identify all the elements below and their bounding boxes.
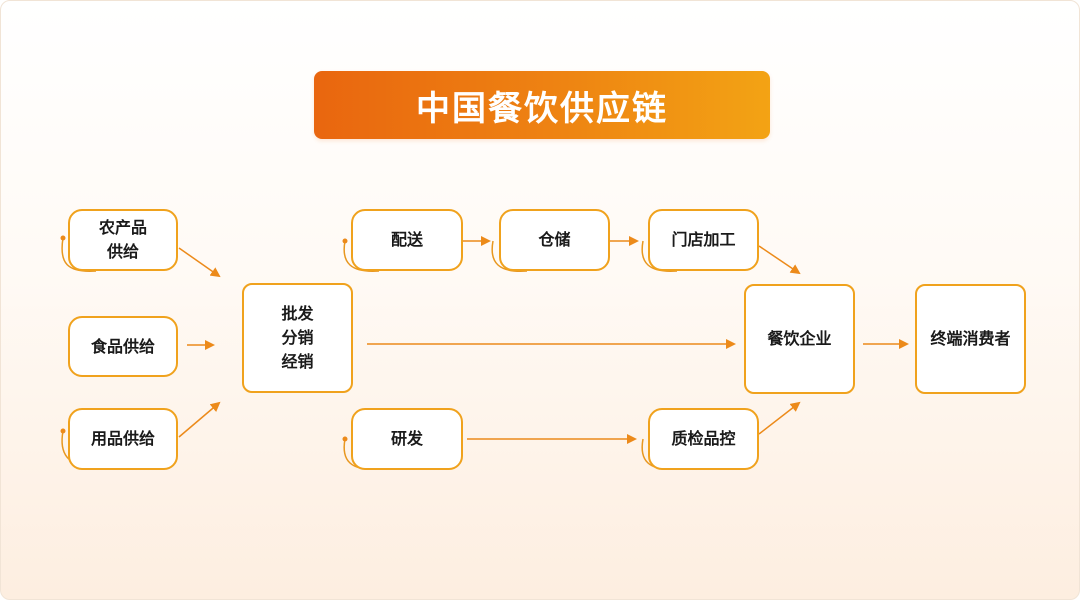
node-delivery: 配送	[351, 209, 463, 271]
node-store-processing: 门店加工	[648, 209, 759, 271]
node-end-consumer: 终端消费者	[915, 284, 1026, 394]
arrow-qc-to-restaurant	[758, 401, 801, 435]
accent-dot-goods	[60, 428, 66, 434]
arrow-goods-to-wholesale	[178, 401, 221, 438]
accent-curve-agri	[61, 237, 97, 272]
node-agri-supply: 农产品 供给	[68, 209, 178, 271]
node-restaurant-enterprise: 餐饮企业	[744, 284, 855, 394]
node-food-supply: 食品供给	[68, 316, 178, 377]
accent-curve-delivery	[343, 240, 380, 272]
accent-curve-store	[641, 240, 678, 272]
node-quality-control: 质检品控	[648, 408, 759, 470]
accent-curve-storage	[491, 240, 528, 272]
node-wholesale: 批发 分销 经销	[242, 283, 353, 393]
arrow-agri-to-wholesale	[178, 247, 221, 278]
node-storage: 仓储	[499, 209, 610, 271]
diagram-title: 中国餐饮供应链	[314, 71, 770, 139]
accent-dot-delivery	[342, 238, 348, 244]
accent-dot-rnd	[342, 436, 348, 442]
node-goods-supply: 用品供给	[68, 408, 178, 470]
node-rnd: 研发	[351, 408, 463, 470]
arrow-store-to-restaurant	[758, 245, 801, 275]
accent-dot-agri	[60, 235, 66, 241]
